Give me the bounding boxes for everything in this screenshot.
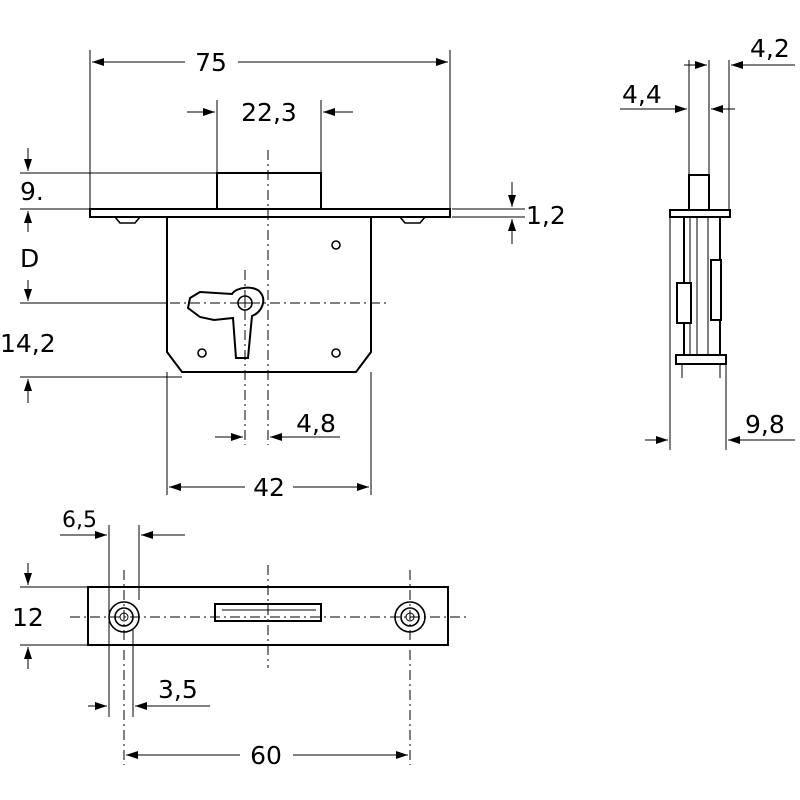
dim-9-8: 9,8: [745, 410, 785, 439]
dim-14-2: 14,2: [0, 329, 56, 358]
dim-D: D: [20, 244, 39, 273]
plate-view-dimensions: 6,5 12 3,5 60: [12, 508, 408, 770]
plate-tab-left: [114, 216, 141, 224]
side-bolt: [688, 174, 710, 211]
case-hole-bottom-left: [197, 348, 207, 358]
side-plate: [669, 209, 731, 218]
dim-75: 75: [195, 48, 227, 77]
lock-case: [166, 216, 372, 373]
bolt: [216, 172, 322, 210]
dim-3-5: 3,5: [158, 675, 198, 704]
case-hole-top-right: [331, 240, 341, 250]
front-view: [89, 150, 451, 445]
dim-42: 42: [253, 473, 285, 502]
dim-4-4: 4,4: [622, 80, 662, 109]
plate-view: [70, 565, 470, 765]
dim-60: 60: [250, 741, 282, 770]
dim-4-8: 4,8: [296, 409, 336, 438]
dim-4-2: 4,2: [750, 34, 790, 63]
side-base: [675, 354, 727, 365]
dim-6-5: 6,5: [62, 508, 97, 533]
dim-22-3: 22,3: [241, 98, 297, 127]
case-hole-bottom-right: [331, 348, 341, 358]
follower-lever: [186, 286, 265, 359]
dim-12: 12: [12, 603, 44, 632]
side-spacer: [710, 259, 722, 321]
forend-plate: [89, 208, 451, 218]
dim-9: 9.: [20, 177, 44, 206]
side-follower: [676, 282, 692, 324]
front-view-dimensions: 75 22,3 9. 1,2 D 14,2 4,8: [0, 48, 566, 502]
side-view: [669, 174, 731, 378]
dim-1-2: 1,2: [526, 201, 566, 230]
side-view-dimensions: 4,4 4,2 9,8: [620, 34, 795, 450]
plate-tab-right: [399, 216, 426, 224]
